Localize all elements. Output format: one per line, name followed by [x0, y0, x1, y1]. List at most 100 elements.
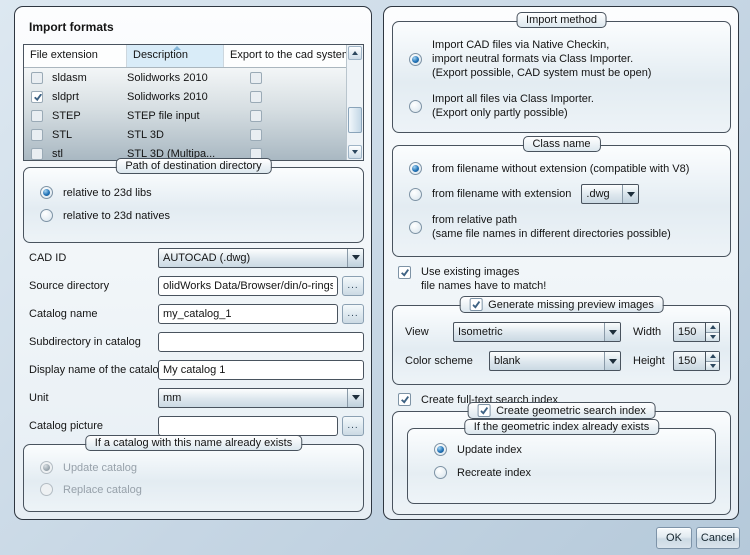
- spinner-value: 150: [673, 322, 705, 342]
- row-description: STL 3D (Multipa...: [127, 147, 216, 160]
- extension-combo[interactable]: .dwg: [581, 184, 640, 204]
- radio-label: from filename without extension (compati…: [432, 162, 690, 175]
- subdirectory-input[interactable]: [158, 331, 364, 352]
- height-spinner[interactable]: 150: [673, 351, 720, 371]
- table-row[interactable]: STEP STEP file input: [24, 106, 346, 125]
- radio-relative-23d-libs[interactable]: relative to 23d libs: [40, 186, 363, 199]
- checkbox-label-line: Use existing images: [421, 266, 520, 278]
- table-row[interactable]: sldprt Solidworks 2010: [24, 87, 346, 106]
- catalog-picture-input[interactable]: [158, 415, 338, 436]
- table-scrollbar[interactable]: [346, 45, 363, 160]
- column-header-file-extension[interactable]: File extension: [24, 45, 127, 67]
- import-formats-title: Import formats: [29, 20, 114, 34]
- radio-label-line: (Export only partly possible): [432, 107, 568, 119]
- radio-label: relative to 23d natives: [63, 209, 171, 222]
- row-description: STL 3D: [127, 128, 164, 141]
- row-export-checkbox[interactable]: [250, 90, 262, 103]
- radio-relative-path[interactable]: from relative path (same file names in d…: [409, 213, 730, 241]
- catalog-exists-group: If a catalog with this name already exis…: [23, 435, 364, 512]
- spin-up-button[interactable]: [706, 323, 719, 333]
- radio-filename-with-extension[interactable]: from filename with extension .dwg: [409, 184, 730, 204]
- checkbox-icon: [398, 393, 411, 406]
- radio-icon: [40, 461, 53, 474]
- import-method-group: Import method Import CAD files via Nativ…: [392, 12, 731, 133]
- path-group-caption: Path of destination directory: [115, 158, 272, 174]
- scrollbar-thumb[interactable]: [348, 107, 362, 133]
- row-description: Solidworks 2010: [127, 90, 208, 103]
- sort-ascending-icon: [173, 46, 181, 50]
- radio-update-index[interactable]: Update index: [434, 443, 715, 456]
- radio-icon: [40, 209, 53, 222]
- scroll-down-button[interactable]: [348, 145, 362, 159]
- row-export-checkbox[interactable]: [250, 128, 262, 141]
- table-row[interactable]: sldasm Solidworks 2010: [24, 68, 346, 87]
- combo-dropdown-button[interactable]: [604, 352, 620, 370]
- cad-id-combo[interactable]: AUTOCAD (.dwg): [158, 247, 364, 268]
- display-name-input[interactable]: [158, 359, 364, 380]
- combo-dropdown-button[interactable]: [347, 388, 363, 407]
- row-export-checkbox[interactable]: [250, 71, 262, 84]
- generate-preview-caption: Generate missing preview images: [459, 296, 664, 313]
- geometric-index-checkbox[interactable]: [477, 404, 491, 417]
- source-directory-input[interactable]: [158, 275, 338, 296]
- radio-icon: [409, 187, 422, 201]
- radio-recreate-index[interactable]: Recreate index: [434, 466, 715, 479]
- combo-value: mm: [163, 391, 182, 404]
- format-table-body: sldasm Solidworks 2010 sldprt Solidworks…: [24, 67, 346, 160]
- catalog-picture-browse-button[interactable]: ...: [342, 415, 364, 436]
- arrow-up-icon: [709, 354, 716, 359]
- catalog-name-browse-button[interactable]: ...: [342, 303, 364, 324]
- ok-button[interactable]: OK: [656, 527, 692, 549]
- unit-combo[interactable]: mm: [158, 387, 364, 408]
- cancel-button[interactable]: Cancel: [696, 527, 740, 549]
- radio-label: Update catalog: [63, 461, 137, 474]
- column-header-description[interactable]: Description: [127, 45, 224, 67]
- combo-dropdown-button[interactable]: [622, 185, 639, 203]
- row-enable-checkbox[interactable]: [31, 128, 43, 141]
- radio-class-importer[interactable]: Import all files via Class Importer. (Ex…: [409, 92, 730, 120]
- geometric-index-group: Create geometric search index If the geo…: [392, 402, 731, 515]
- generate-preview-group: Generate missing preview images View Iso…: [392, 296, 731, 385]
- chevron-down-icon: [351, 255, 360, 260]
- radio-relative-23d-natives[interactable]: relative to 23d natives: [40, 209, 363, 222]
- combo-dropdown-button[interactable]: [347, 248, 363, 267]
- row-export-checkbox[interactable]: [250, 109, 262, 122]
- color-scheme-label: Color scheme: [405, 355, 473, 367]
- use-existing-images-checkbox[interactable]: Use existing images file names have to m…: [398, 265, 546, 293]
- spin-down-button[interactable]: [706, 361, 719, 370]
- row-enable-checkbox[interactable]: [31, 90, 43, 103]
- radio-icon: [409, 52, 422, 66]
- combo-value: Isometric: [458, 326, 503, 338]
- unit-label: Unit: [29, 391, 49, 404]
- scroll-up-button[interactable]: [348, 46, 362, 60]
- radio-native-checkin[interactable]: Import CAD files via Native Checkin, imp…: [409, 38, 730, 80]
- column-header-export[interactable]: Export to the cad system: [224, 45, 363, 67]
- class-name-caption: Class name: [522, 136, 601, 152]
- source-directory-label: Source directory: [29, 279, 110, 292]
- caption-label: Generate missing preview images: [488, 298, 654, 311]
- radio-label: relative to 23d libs: [63, 186, 152, 199]
- color-scheme-combo[interactable]: blank: [489, 351, 621, 371]
- radio-icon: [409, 99, 422, 113]
- width-spinner[interactable]: 150: [673, 322, 720, 342]
- source-directory-browse-button[interactable]: ...: [342, 275, 364, 296]
- checkbox-icon: [398, 266, 411, 279]
- catalog-name-input[interactable]: [158, 303, 338, 324]
- combo-dropdown-button[interactable]: [604, 323, 620, 341]
- row-enable-checkbox[interactable]: [31, 71, 43, 84]
- arrow-down-icon: [352, 150, 358, 154]
- radio-filename-without-extension[interactable]: from filename without extension (compati…: [409, 162, 730, 175]
- row-enable-checkbox[interactable]: [31, 147, 43, 160]
- spin-up-button[interactable]: [706, 352, 719, 362]
- radio-icon: [409, 220, 422, 234]
- table-row[interactable]: STL STL 3D: [24, 125, 346, 144]
- radio-label: Recreate index: [457, 466, 531, 479]
- spin-down-button[interactable]: [706, 332, 719, 341]
- radio-label-line: import neutral formats via Class Importe…: [432, 53, 634, 65]
- catalog-exists-caption: If a catalog with this name already exis…: [84, 435, 303, 451]
- row-enable-checkbox[interactable]: [31, 109, 43, 122]
- table-row[interactable]: stl STL 3D (Multipa...: [24, 144, 346, 160]
- view-combo[interactable]: Isometric: [453, 322, 621, 342]
- generate-preview-checkbox[interactable]: [469, 298, 483, 311]
- radio-label-line: (Export possible, CAD system must be ope…: [432, 67, 652, 79]
